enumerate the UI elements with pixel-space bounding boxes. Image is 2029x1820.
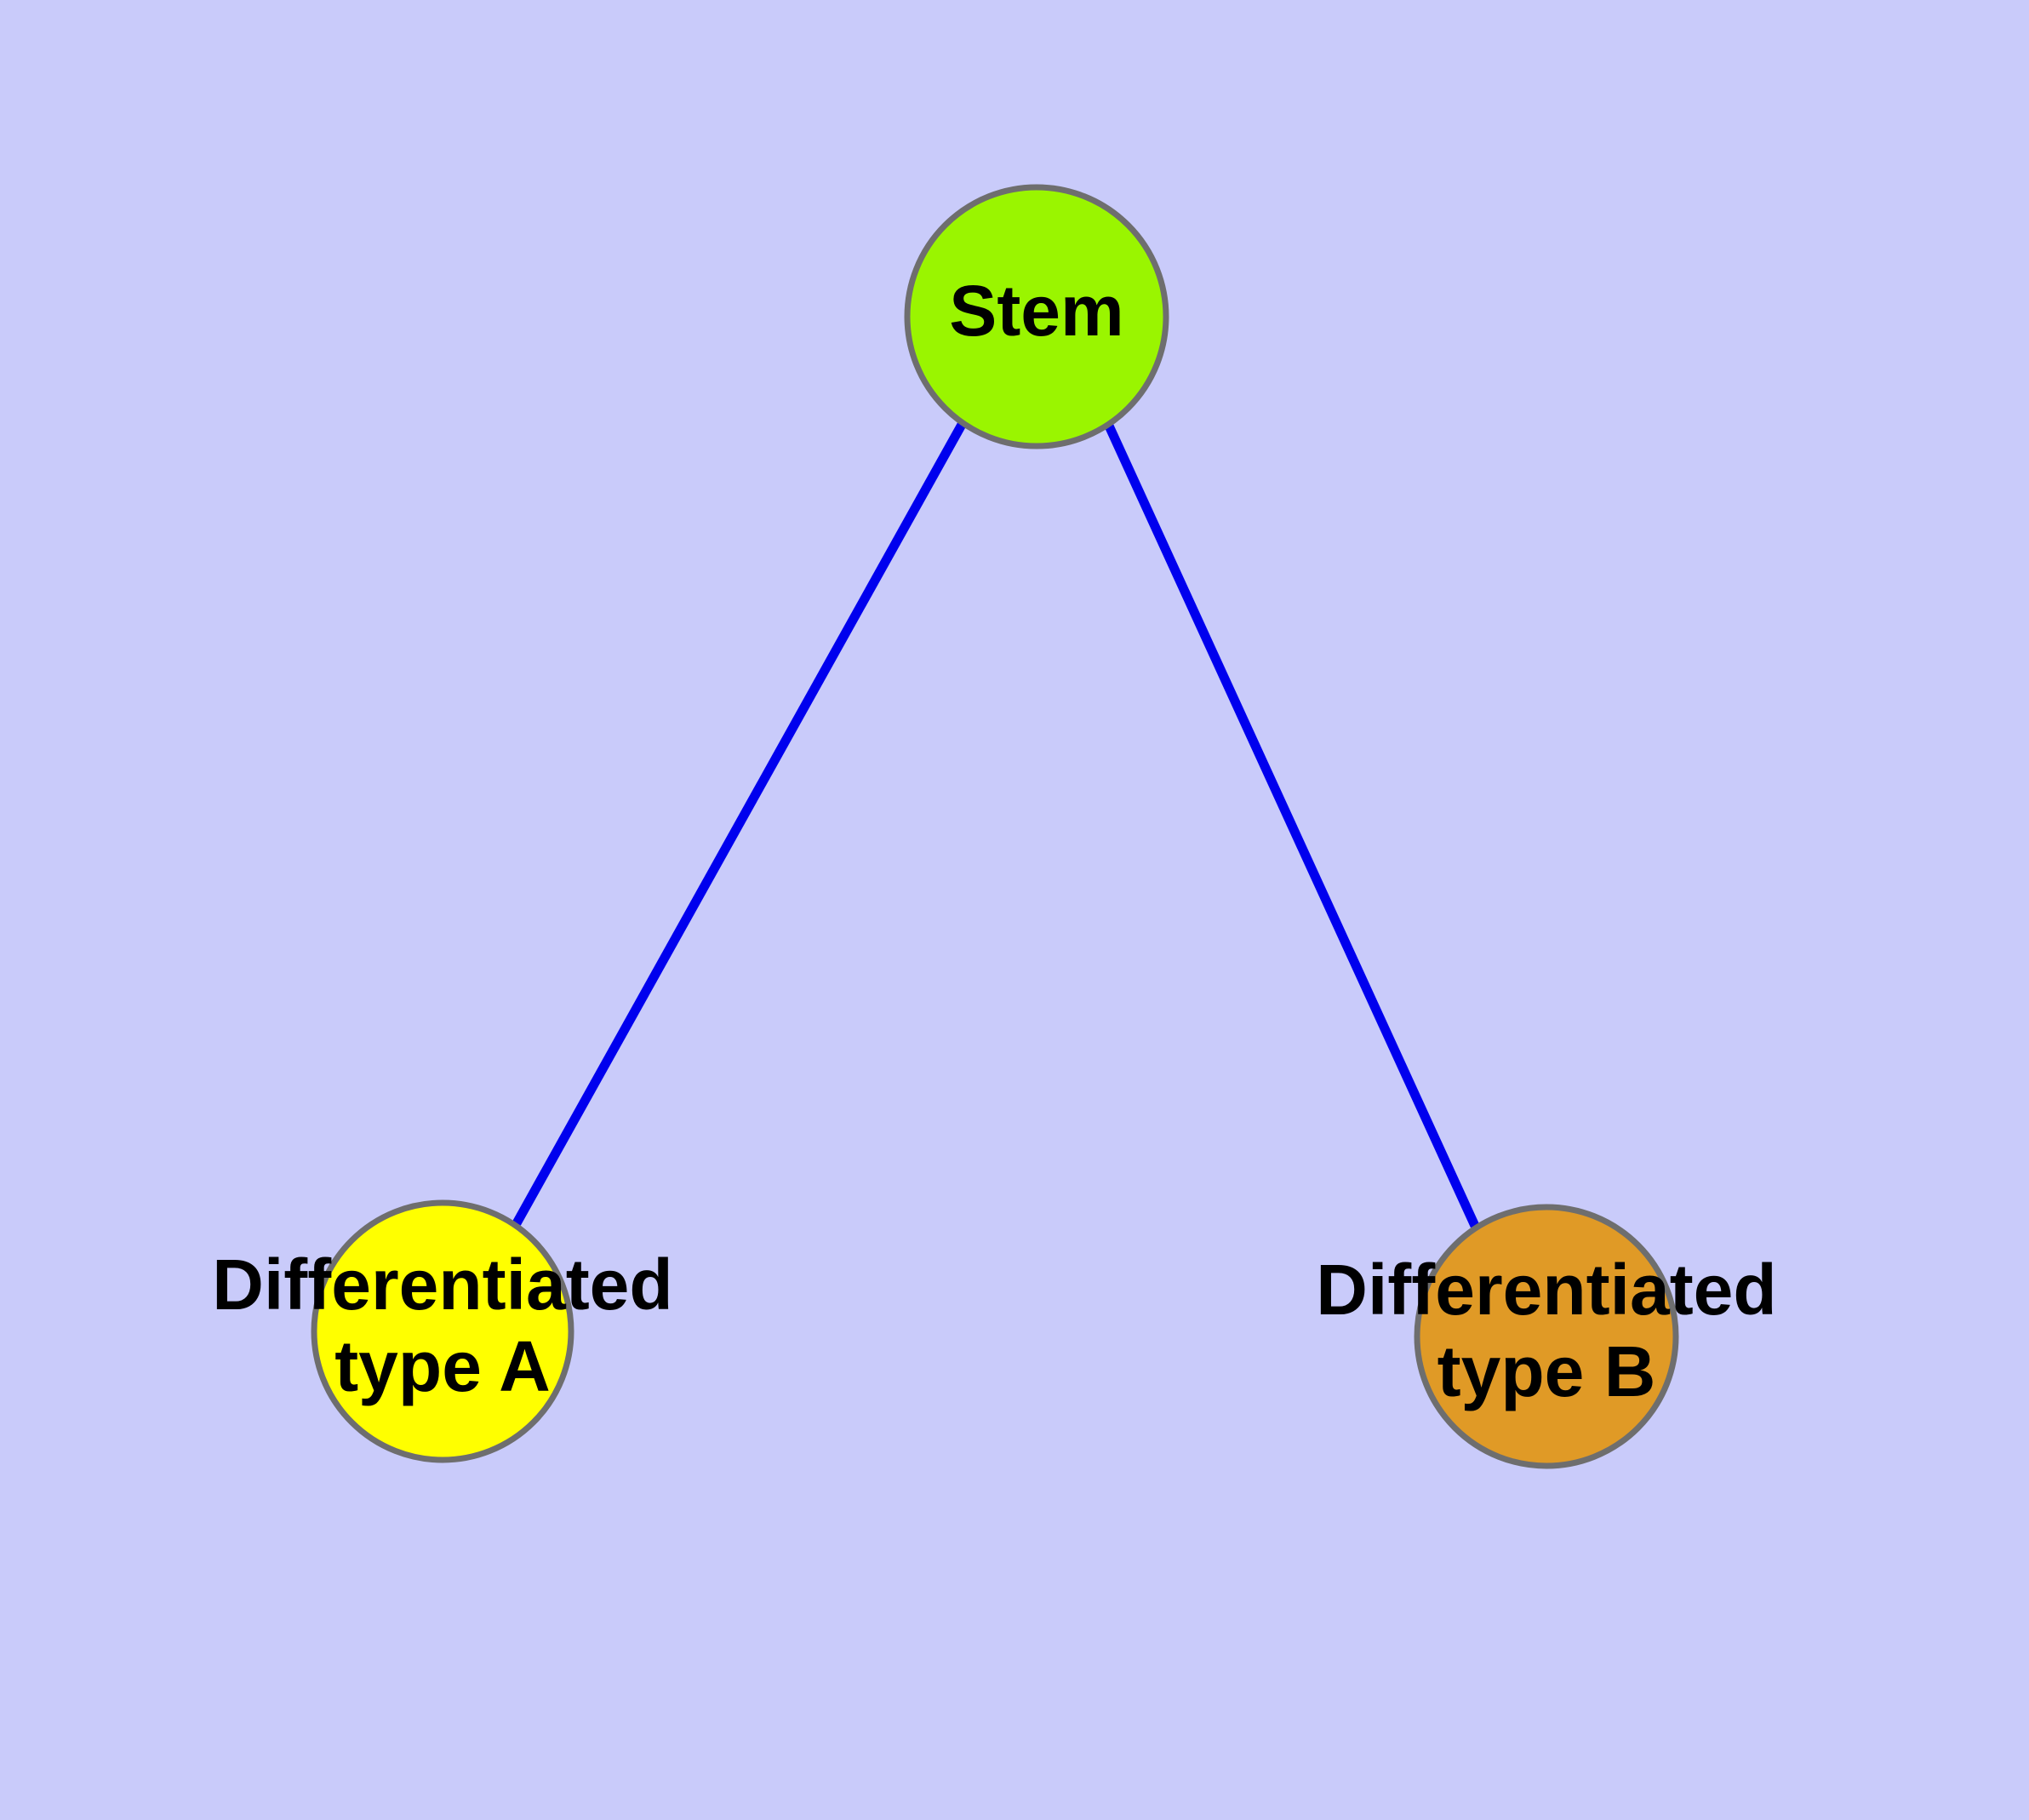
node-stem[interactable] [904,184,1169,449]
node-label-stem: Stem [949,271,1123,351]
node-label-line: type B [1437,1331,1656,1411]
node-label-line: type A [334,1326,551,1406]
edge-layer [512,421,1480,1228]
node-label-line: Differentiated [1316,1250,1776,1330]
node-diff-a[interactable] [311,1199,574,1463]
node-label-line: Differentiated [212,1245,672,1325]
node-diff-b[interactable] [1414,1204,1679,1469]
node-label-line: Stem [949,271,1123,351]
edge-stem-to-diff-a [512,421,967,1226]
node-layer [311,184,1679,1469]
edge-stem-to-diff-b [1103,421,1480,1228]
